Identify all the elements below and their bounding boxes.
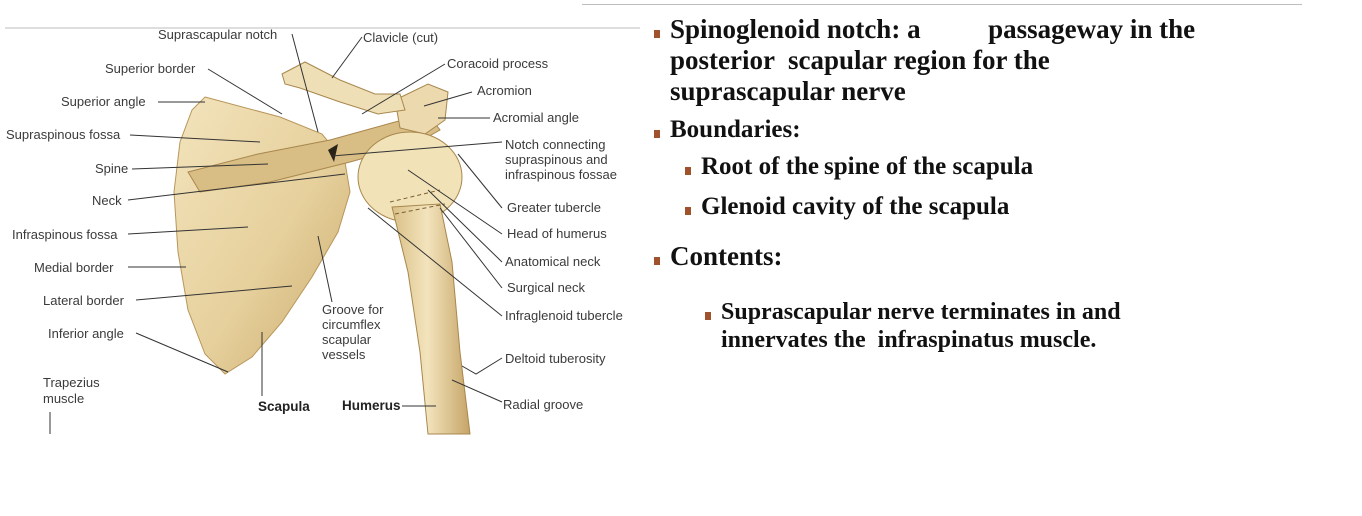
leader-superior-border — [207, 68, 283, 115]
leader-groove — [317, 235, 333, 303]
bullet-spinoglenoid-notch: Spinoglenoid notch: a passageway in the … — [654, 14, 1195, 107]
bullet-text-line: innervates the infraspinatus muscle. — [721, 327, 1097, 353]
anatomical-neck-dash — [389, 189, 446, 215]
label-coracoid-process: Coracoid process — [447, 56, 549, 71]
label-surgical-neck: Surgical neck — [507, 280, 586, 295]
label-suprascapular-notch: Suprascapular notch — [158, 27, 277, 42]
leader-neck — [127, 173, 346, 201]
scapula-humerus-figure: Suprascapular notch Superior border Supe… — [0, 22, 645, 442]
bullet-text-line: posterior scapular region for the — [670, 45, 1050, 75]
label-radial-groove: Radial groove — [503, 397, 583, 412]
label-medial-border: Medial border — [34, 260, 114, 275]
bullet-boundary-glenoid-cavity: Glenoid cavity of the scapula — [685, 191, 1009, 222]
bullet-text: Glenoid cavity of the scapula — [701, 193, 1010, 220]
label-acromion: Acromion — [477, 83, 532, 98]
label-groove-4: vessels — [322, 347, 366, 362]
label-trapezius-1: Trapezius — [43, 375, 100, 390]
bullet-boundary-root-of-spine: Root of the spine of the scapula — [685, 151, 1033, 182]
acromion-shape — [394, 83, 449, 135]
clavicle-shape — [281, 61, 406, 115]
label-scapula: Scapula — [258, 399, 310, 414]
label-groove-2: circumflex — [322, 317, 381, 332]
bullet-marker — [685, 167, 691, 175]
leader-coracoid — [361, 63, 446, 115]
label-notch-3: infraspinous fossae — [505, 167, 617, 182]
leader-spine — [131, 163, 269, 170]
top-divider-line — [582, 4, 1302, 5]
label-inferior-angle: Inferior angle — [48, 326, 124, 341]
label-deltoid-tuberosity: Deltoid tuberosity — [505, 351, 606, 366]
label-greater-tubercle: Greater tubercle — [507, 200, 601, 215]
label-lateral-border: Lateral border — [43, 293, 125, 308]
leader-radial-groove — [451, 379, 503, 403]
label-trapezius-2: muscle — [43, 391, 84, 406]
label-notch-2: supraspinous and — [505, 152, 608, 167]
label-spine: Spine — [95, 161, 128, 176]
leader-infraglenoid — [367, 207, 503, 317]
label-acromial-angle: Acromial angle — [493, 110, 579, 125]
leader-clavicle — [331, 36, 363, 79]
bullet-contents: Contents: — [654, 241, 783, 272]
label-supraspinous-fossa: Supraspinous fossa — [6, 127, 121, 142]
bullet-marker — [685, 207, 691, 215]
label-anatomical-neck: Anatomical neck — [505, 254, 601, 269]
bullet-marker — [705, 312, 711, 320]
leader-acromion — [423, 91, 473, 107]
label-neck: Neck — [92, 193, 122, 208]
leader-lateral-border — [135, 285, 293, 301]
spinoglenoid-notch-mark — [328, 144, 338, 162]
label-infraglenoid-tubercle: Infraglenoid tubercle — [505, 308, 623, 323]
label-notch-1: Notch connecting — [505, 137, 605, 152]
label-groove-3: scapular — [322, 332, 372, 347]
leader-infraspinous-fossa — [127, 226, 249, 235]
label-humerus: Humerus — [342, 398, 401, 413]
bullet-contents-suprascapular-nerve: Suprascapular nerve terminates in and in… — [705, 298, 1121, 354]
label-superior-angle: Superior angle — [61, 94, 146, 109]
leader-suprascapular-notch — [291, 33, 319, 133]
figure-svg: Suprascapular notch Superior border Supe… — [5, 27, 640, 435]
leader-greater-tubercle — [457, 153, 503, 209]
label-infraspinous-fossa: Infraspinous fossa — [12, 227, 118, 242]
bullet-text: Contents: — [670, 241, 783, 271]
bullet-marker — [654, 30, 660, 38]
label-clavicle: Clavicle (cut) — [363, 30, 438, 45]
leader-surgical-neck — [439, 207, 503, 289]
leader-anatomical-neck — [427, 189, 503, 263]
bullet-text-line: Suprascapular nerve terminates in and — [721, 299, 1121, 325]
bullet-text: Root of the spine of the scapula — [701, 153, 1034, 180]
leader-head-of-humerus — [407, 169, 503, 235]
leader-notch — [331, 141, 503, 157]
label-head-of-humerus: Head of humerus — [507, 226, 607, 241]
label-superior-border: Superior border — [105, 61, 196, 76]
humerus-shaft-shape — [391, 203, 471, 435]
bullet-text: Boundaries: — [670, 116, 801, 143]
bullet-text-line: Spinoglenoid notch: a passageway in the — [670, 14, 1196, 44]
bullet-marker — [654, 257, 660, 265]
label-groove-1: Groove for — [322, 302, 384, 317]
bullet-text-line: suprascapular nerve — [670, 76, 906, 106]
leader-inferior-angle — [135, 332, 229, 373]
leader-supraspinous-fossa — [129, 134, 261, 143]
leader-deltoid — [461, 357, 503, 375]
bullet-boundaries: Boundaries: — [654, 114, 801, 145]
bullet-marker — [654, 130, 660, 138]
